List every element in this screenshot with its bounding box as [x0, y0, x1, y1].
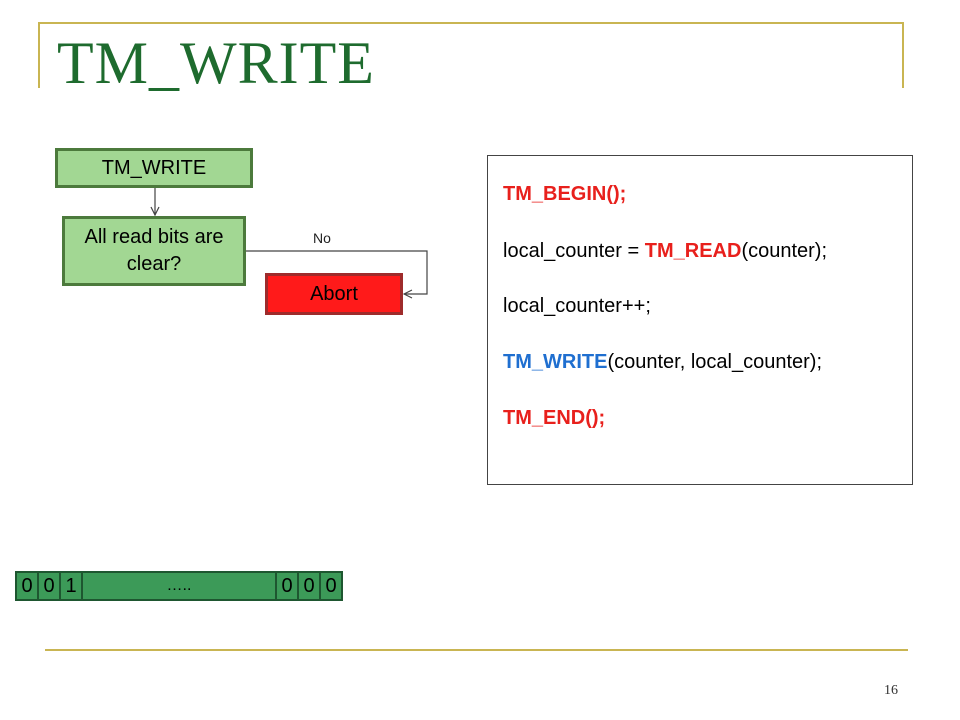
arrow-check-to-abort — [246, 250, 428, 294]
code-line-begin: TM_BEGIN(); — [503, 183, 626, 206]
code-write-func: TM_WRITE — [503, 351, 608, 373]
code-increment: local_counter++; — [503, 295, 651, 317]
code-read-func: TM_READ — [644, 240, 742, 262]
frame-right-rule — [902, 22, 904, 88]
bit-ellipsis: ….. — [81, 571, 277, 601]
frame-bottom-rule — [45, 649, 908, 651]
code-line-read: local_counter = TM_READ(counter); — [503, 240, 827, 263]
code-read-prefix: local_counter = — [503, 240, 645, 262]
read-bit-array: 0 0 1 ….. 0 0 0 — [15, 571, 343, 601]
code-write-suffix: (counter, local_counter); — [607, 351, 822, 373]
bit-cell: 0 — [319, 571, 343, 601]
flow-start-box: TM_WRITE — [55, 148, 253, 188]
code-read-suffix: (counter); — [741, 240, 828, 262]
flow-check-box: All read bits are clear? — [62, 216, 246, 286]
code-line-increment: local_counter++; — [503, 295, 651, 318]
bit-cell: 0 — [275, 571, 299, 601]
bit-cell: 0 — [297, 571, 321, 601]
code-line-write: TM_WRITE(counter, local_counter); — [503, 351, 822, 374]
slide-title: TM_WRITE — [57, 30, 375, 96]
bit-cell: 0 — [15, 571, 39, 601]
flow-no-label: No — [313, 230, 331, 246]
frame-top-rule — [40, 22, 904, 24]
flow-start-label: TM_WRITE — [101, 156, 207, 179]
bit-cell: 0 — [37, 571, 61, 601]
flow-abort-box: Abort — [265, 273, 403, 315]
code-line-end: TM_END(); — [503, 407, 605, 430]
code-end: TM_END(); — [503, 407, 606, 429]
code-panel: TM_BEGIN(); local_counter = TM_READ(coun… — [487, 155, 913, 485]
flow-check-label: All read bits are clear? — [84, 226, 224, 275]
page-number: 16 — [884, 683, 898, 698]
frame-left-rule — [38, 22, 40, 88]
code-begin: TM_BEGIN(); — [503, 183, 627, 205]
flow-abort-label: Abort — [310, 282, 358, 305]
bit-cell: 1 — [59, 571, 83, 601]
